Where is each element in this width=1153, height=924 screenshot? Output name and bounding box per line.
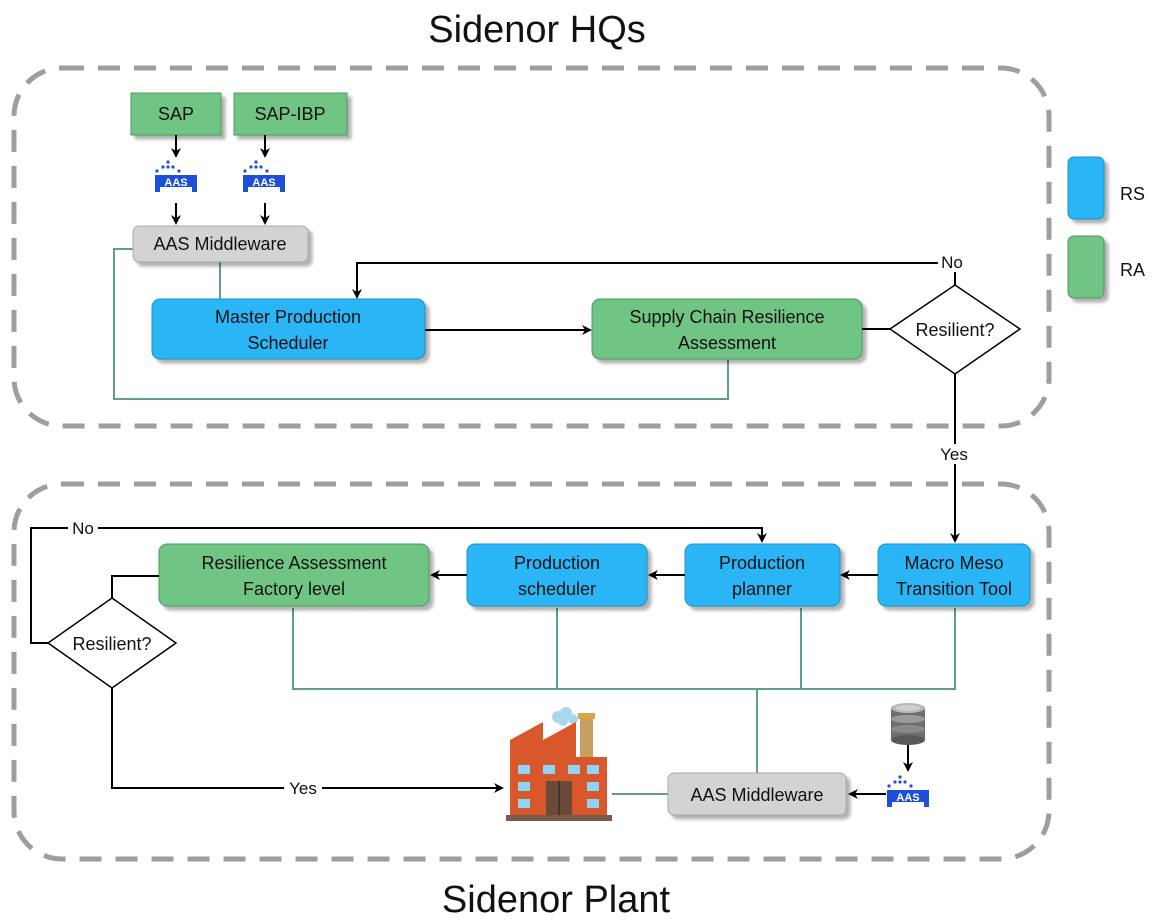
plant-yes-label-bg bbox=[284, 778, 322, 798]
legend-ra-label: RA bbox=[1120, 260, 1145, 280]
legend: RS RA bbox=[1067, 156, 1145, 299]
database-icon bbox=[891, 703, 925, 745]
aas-icon-text: AAS bbox=[896, 792, 919, 804]
hq-yes-label: Yes bbox=[940, 445, 968, 464]
aas-icon: AAS bbox=[155, 160, 197, 192]
hq-aas-middleware-label: AAS Middleware bbox=[153, 234, 286, 254]
planner-label-line2: planner bbox=[732, 579, 792, 599]
plant-no-label-bg bbox=[68, 518, 98, 538]
hq-yes-label-bg bbox=[935, 444, 973, 464]
aas-icon-text: AAS bbox=[252, 177, 275, 189]
plant-yes-arrow bbox=[111, 688, 504, 793]
scheduler-label-line1: Production bbox=[514, 553, 600, 573]
hq-decision-label: Resilient? bbox=[915, 320, 994, 340]
hq-no-label-bg bbox=[938, 252, 966, 272]
scra-label-line2: Assessment bbox=[678, 333, 776, 353]
hq-no-loop-arrow bbox=[352, 262, 956, 299]
title-bottom: Sidenor Plant bbox=[442, 879, 671, 921]
plant-aas-middleware bbox=[667, 772, 847, 816]
aas-icon-text: AAS bbox=[164, 177, 187, 189]
hq-aas-middleware bbox=[132, 225, 309, 263]
plant-no-loop-arrow bbox=[30, 527, 767, 644]
hq-middleware-scra-link bbox=[113, 248, 729, 400]
plant-no-label: No bbox=[72, 519, 94, 538]
planner-label-line1: Production bbox=[719, 553, 805, 573]
sap-box bbox=[130, 92, 222, 136]
plant-container bbox=[11, 481, 1052, 862]
title-top: Sidenor HQs bbox=[428, 9, 646, 51]
mps-label-line1: Master Production bbox=[215, 307, 361, 327]
mmtt-label-line2: Transition Tool bbox=[896, 579, 1012, 599]
aas-icon: AAS bbox=[887, 775, 929, 807]
sap-ibp-box bbox=[233, 92, 348, 136]
scheduler-label-line2: scheduler bbox=[518, 579, 596, 599]
rafl-to-decision-line bbox=[111, 575, 159, 598]
factory-icon bbox=[506, 707, 612, 821]
legend-ra-swatch bbox=[1067, 235, 1105, 299]
hq-no-label: No bbox=[941, 253, 963, 272]
plant-bus-link bbox=[292, 608, 956, 795]
rafl-label-line2: Factory level bbox=[243, 579, 345, 599]
legend-rs-label: RS bbox=[1120, 184, 1145, 204]
scra-label-line1: Supply Chain Resilience bbox=[629, 307, 824, 327]
hq-container bbox=[11, 65, 1052, 429]
plant-yes-label: Yes bbox=[289, 779, 317, 798]
sap-ibp-label: SAP-IBP bbox=[254, 104, 325, 124]
plant-decision-label: Resilient? bbox=[72, 634, 151, 654]
aas-icon: AAS bbox=[243, 160, 285, 192]
mps-label-line2: Scheduler bbox=[247, 333, 328, 353]
mmtt-label-line1: Macro Meso bbox=[904, 553, 1003, 573]
rafl-label-line1: Resilience Assessment bbox=[201, 553, 386, 573]
plant-aas-middleware-label: AAS Middleware bbox=[690, 785, 823, 805]
sap-label: SAP bbox=[158, 104, 194, 124]
legend-rs-swatch bbox=[1067, 156, 1105, 220]
